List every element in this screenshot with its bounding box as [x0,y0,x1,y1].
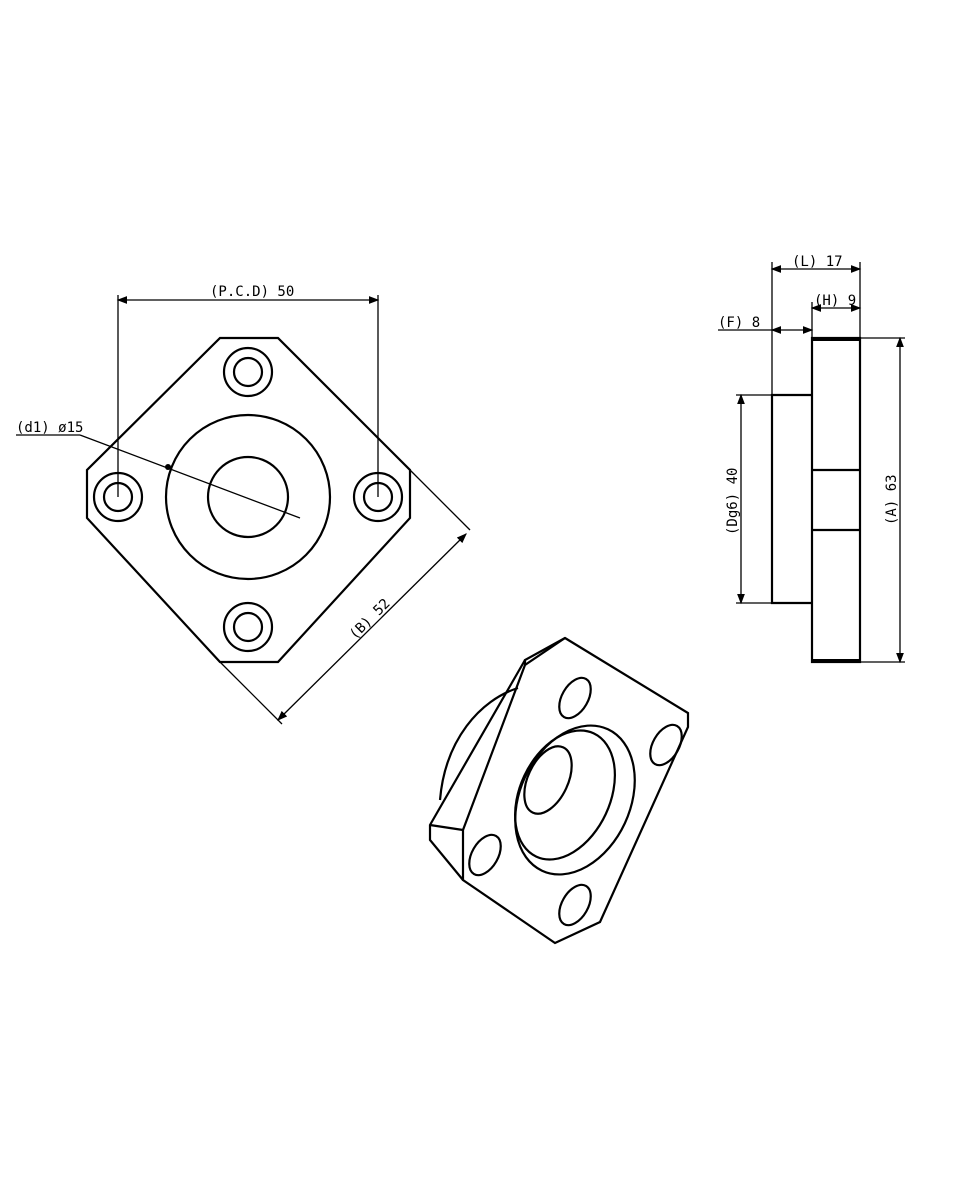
b-label: (B) 52 [347,596,394,643]
d1-label: (d1) ø15 [16,420,83,436]
iso-side-face [428,659,526,881]
d1-leader: (d1) ø15 [16,420,301,519]
front-view: (P.C.D) 50 (d1) ø15 (B) 52 [16,284,471,725]
l-label: (L) 17 [792,254,843,270]
pcd-dimension: (P.C.D) 50 [116,284,380,497]
b-dimension: (B) 52 [219,469,471,725]
iso-spigot-back [438,686,519,801]
flange-side [810,336,862,664]
spigot-circle [164,413,332,581]
pcd-label: (P.C.D) 50 [210,284,294,300]
mounting-holes [92,346,404,653]
side-view: (L) 17 (H) 9 (F) 8 (Dg6) 40 (A) 63 [718,254,905,664]
f-label: (F) 8 [718,315,760,331]
h-label: (H) 9 [814,293,856,309]
iso-spigot [514,724,636,876]
iso-bore [523,745,573,815]
iso-top-face [461,636,690,945]
dg6-label: (Dg6) 40 [725,468,741,535]
spigot-side [770,393,812,605]
isometric-view [428,636,690,945]
a-label: (A) 63 [884,474,900,525]
iso-holes [468,676,683,927]
bore-circle [206,455,290,539]
